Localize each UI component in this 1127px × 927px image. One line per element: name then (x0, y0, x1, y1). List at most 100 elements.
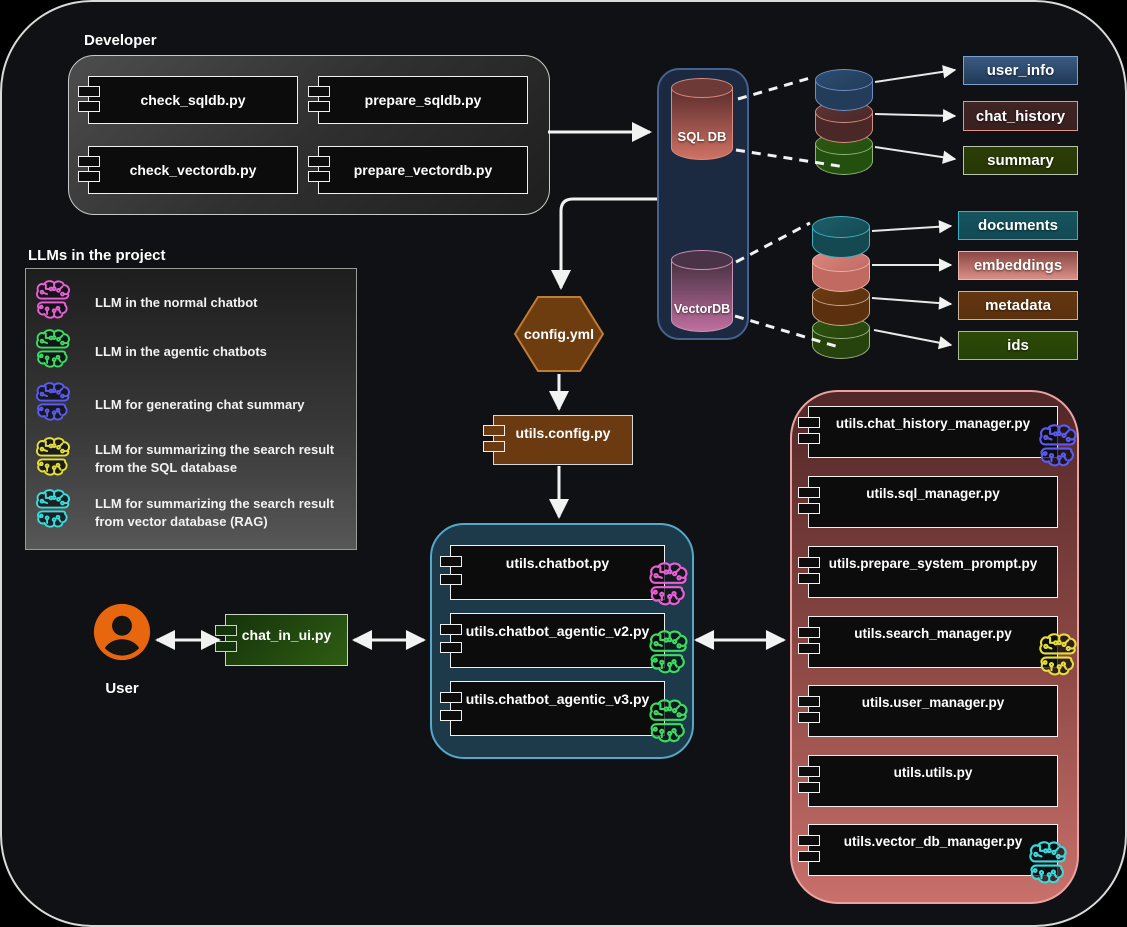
component-label: check_sqldb.py (140, 92, 246, 108)
cylinder-body (671, 260, 733, 332)
component-utils-vector-db-manager: utils.vector_db_manager.py (798, 824, 1058, 876)
component-check-vectordb: check_vectordb.py (78, 146, 298, 194)
component-prepare-sqldb: prepare_sqldb.py (308, 76, 528, 124)
component-label: prepare_vectordb.py (353, 162, 493, 178)
component-label: utils.vector_db_manager.py (843, 834, 1023, 849)
arrow-disk-chat-history (874, 109, 957, 123)
component-tab (308, 100, 330, 112)
llm-brain-icon (35, 382, 70, 421)
llm-brain-icon (35, 280, 70, 319)
component-tab (798, 486, 820, 498)
cylinder-top (671, 250, 733, 270)
component-tab (798, 782, 820, 793)
component-tab (798, 695, 820, 707)
component-tab (308, 155, 330, 167)
component-tab (483, 425, 505, 437)
llm-brain-icon (1029, 841, 1067, 884)
component-utils-sql-manager: utils.sql_manager.py (798, 476, 1058, 528)
collection-label-documents: documents (958, 211, 1078, 240)
sqldb-label: SQL DB (677, 129, 727, 144)
legend-title: LLMs in the project (28, 247, 166, 264)
arrow-disk-summary (874, 146, 957, 164)
component-tab (440, 641, 462, 653)
user-label: User (105, 680, 139, 697)
vectordb-label: VectorDB (673, 302, 731, 316)
component-label: utils.utils.py (893, 765, 973, 780)
component-utils-user-manager: utils.user_manager.py (798, 685, 1058, 737)
component-label: utils.sql_manager.py (866, 486, 1000, 501)
table-label-chat-history: chat_history (963, 101, 1078, 131)
arrow-disk-documents (871, 220, 953, 234)
component-tab (440, 709, 462, 721)
user-avatar (93, 603, 151, 661)
component-tab (308, 170, 330, 182)
disk-embeddings (812, 250, 870, 292)
component-tab (440, 573, 462, 585)
disk-user-info (815, 69, 873, 111)
arrow-disk-ids (873, 329, 953, 350)
llm-brain-icon (35, 329, 70, 368)
config-yml-hexagon: config.yml (513, 295, 605, 373)
component-tab (798, 556, 820, 568)
component-tab (798, 712, 820, 723)
component-utils-utils: utils.utils.py (798, 755, 1058, 807)
component-label: check_vectordb.py (129, 162, 257, 178)
component-tab (308, 85, 330, 97)
llm-brain-icon (35, 437, 70, 476)
legend-item-label: LLM for summarizing the search result fr… (95, 496, 335, 529)
component-tab (78, 85, 100, 97)
component-tab (798, 573, 820, 584)
legend-item-label: LLM in the agentic chatbots (95, 344, 267, 359)
component-utils-chatbot-agentic-v3: utils.chatbot_agentic_v3.py (440, 681, 665, 736)
arrow-db-to-config-yml (551, 197, 657, 290)
component-label: utils.chat_history_manager.py (835, 416, 1031, 431)
legend-item-label: LLM for summarizing the search result fr… (95, 442, 335, 475)
component-utils-chatbot: utils.chatbot.py (440, 545, 665, 600)
component-tab (798, 834, 820, 846)
cylinder-body (671, 88, 733, 160)
component-utils-prepare-system-prompt: utils.prepare_system_prompt.py (798, 546, 1058, 598)
collection-label-metadata: metadata (958, 291, 1078, 320)
component-label: utils.user_manager.py (861, 695, 1005, 710)
component-tab (440, 692, 462, 704)
component-utils-chatbot-agentic-v2: utils.chatbot_agentic_v2.py (440, 613, 665, 668)
component-label: utils.prepare_system_prompt.py (828, 556, 1038, 571)
component-tab (440, 624, 462, 636)
llm-brain-icon (649, 699, 688, 743)
component-chat-in-ui: chat_in_ui.py (215, 614, 348, 666)
component-tab (798, 851, 820, 862)
table-label-summary: summary (963, 146, 1078, 175)
cylinder-top (671, 78, 733, 98)
component-label: utils.chatbot_agentic_v3.py (465, 691, 650, 707)
component-prepare-vectordb: prepare_vectordb.py (308, 146, 528, 194)
table-label-user-info: user_info (963, 56, 1078, 85)
component-tab (78, 100, 100, 112)
vectordb-cylinder: VectorDB (671, 250, 733, 332)
component-tab (798, 765, 820, 777)
component-tab (215, 624, 237, 636)
component-tab (798, 626, 820, 638)
llm-brain-icon (649, 562, 688, 606)
component-label: utils.config.py (515, 425, 611, 441)
llm-brain-icon (1039, 424, 1077, 467)
arrow-disk-user-info (874, 65, 957, 83)
component-tab (798, 433, 820, 444)
legend-item-label: LLM for generating chat summary (95, 397, 305, 412)
component-label: chat_in_ui.py (241, 627, 332, 643)
component-tab (78, 155, 100, 167)
component-tab (483, 440, 505, 452)
sqldb-cylinder: SQL DB (671, 78, 733, 160)
collection-label-embeddings: embeddings (958, 251, 1078, 280)
llm-brain-icon (1039, 633, 1077, 676)
component-utils-chat-history-manager: utils.chat_history_manager.py (798, 406, 1058, 458)
collection-label-ids: ids (958, 331, 1078, 360)
component-tab (440, 556, 462, 568)
legend-item-label: LLM in the normal chatbot (95, 295, 258, 310)
arrow-disk-metadata (871, 296, 953, 310)
component-label: utils.search_manager.py (854, 626, 1012, 641)
config-yml-label: config.yml (523, 326, 594, 342)
disk-documents (812, 216, 870, 258)
component-utils-search-manager: utils.search_manager.py (798, 616, 1058, 668)
component-tab (798, 416, 820, 428)
component-label: prepare_sqldb.py (364, 92, 482, 108)
